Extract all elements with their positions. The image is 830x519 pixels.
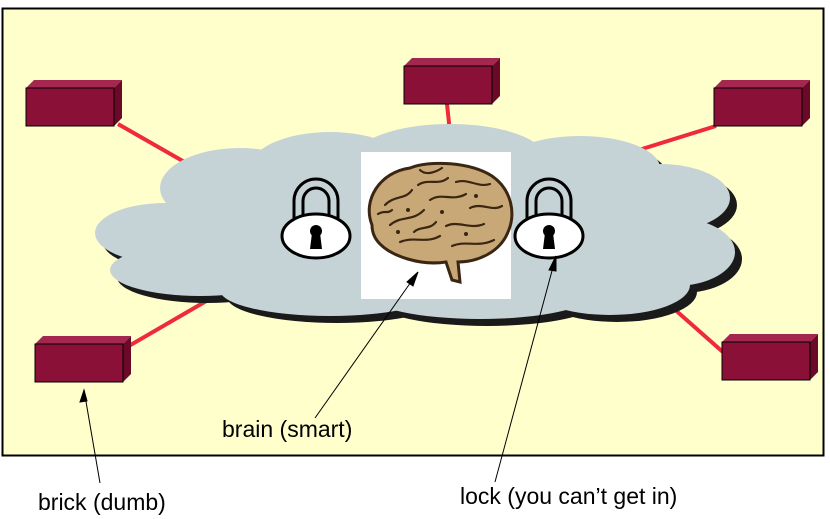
brick-icon — [721, 333, 819, 381]
arrow-lock — [494, 255, 557, 483]
arrow-brain — [314, 271, 419, 419]
brain-label: brain (smart) — [222, 416, 353, 442]
brick-icon — [403, 57, 501, 105]
link-bottom-left — [120, 298, 210, 352]
arrow-brick — [83, 389, 101, 484]
brick-icon — [25, 79, 123, 127]
annotation-arrows — [79, 255, 557, 484]
brick-icon — [713, 79, 811, 127]
brick-label: brick (dumb) — [38, 489, 166, 515]
brick-icon — [34, 335, 132, 383]
lock-label: lock (you can’t get in) — [460, 483, 678, 509]
brain-icon — [367, 161, 514, 284]
